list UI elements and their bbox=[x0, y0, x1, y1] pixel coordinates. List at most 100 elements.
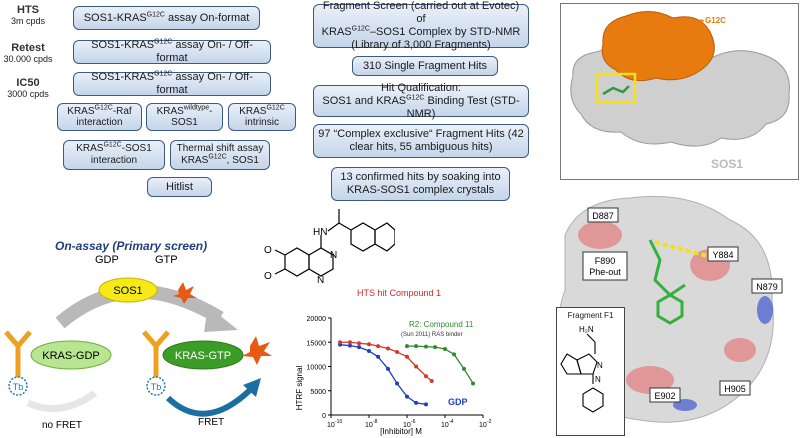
red-patch bbox=[626, 366, 674, 394]
fragment-f1-inset: Fragment F1 H₂N N N bbox=[556, 307, 625, 436]
y-tick-label: 5000 bbox=[310, 389, 326, 396]
data-point bbox=[395, 381, 400, 386]
y-axis-label: HTRF signal bbox=[295, 366, 304, 411]
sos1-structure-label: SOS1 bbox=[711, 157, 743, 171]
ring-n2-label: N bbox=[317, 275, 324, 286]
single-hits-box: 310 Single Fragment Hits bbox=[352, 56, 498, 76]
stage-title: IC50 bbox=[16, 77, 40, 89]
confirmed-hits-box: 13 confirmed hits by soaking into KRAS-S… bbox=[331, 167, 510, 201]
series-line-0 bbox=[340, 344, 427, 405]
sos1-ellipse bbox=[98, 277, 158, 303]
gtp-label: GTP bbox=[155, 254, 178, 266]
f1-n2-label: N bbox=[595, 375, 601, 384]
data-point bbox=[443, 347, 447, 352]
assay-on-off-box-1: SOS1-KRASG12C assay On- / Off-format bbox=[73, 38, 271, 64]
x-tick-exponent: -6 bbox=[411, 419, 416, 425]
stage-sub: 3m cpds bbox=[10, 16, 45, 26]
no-fret-arrow bbox=[26, 390, 98, 413]
data-point bbox=[357, 341, 362, 346]
fret-star-icon bbox=[242, 336, 272, 365]
tb-left-icon bbox=[8, 376, 28, 396]
residue-d887: D887 bbox=[592, 211, 614, 221]
ligand-f1 bbox=[648, 239, 686, 325]
kras-gtp-ellipse bbox=[162, 340, 244, 370]
x-tick-label: 10 bbox=[403, 422, 411, 429]
sos1-interaction-box: KRASG12C-SOS1 interaction bbox=[63, 140, 165, 170]
fret-arrow bbox=[165, 387, 253, 417]
compound-1-structure: HN N N O O bbox=[264, 209, 395, 286]
data-point bbox=[414, 400, 419, 405]
series-line-1 bbox=[340, 341, 433, 382]
data-point bbox=[348, 343, 352, 348]
x-tick-exponent: -2 bbox=[487, 419, 492, 425]
fret-arrowhead bbox=[243, 378, 261, 397]
data-point bbox=[424, 374, 428, 379]
data-point bbox=[367, 342, 371, 347]
x-tick-label: 10 bbox=[441, 422, 449, 429]
y-tick-label: 20000 bbox=[307, 316, 327, 323]
protein-structure-panel: KRASG12C SOS1 bbox=[560, 3, 799, 180]
exchange-arrowhead bbox=[204, 306, 238, 332]
x-tick-exponent: -10 bbox=[335, 419, 342, 425]
red-patch bbox=[724, 338, 756, 362]
phe-out-label: Phe-out bbox=[589, 267, 621, 277]
kras-gdp-label: KRAS-GDP bbox=[42, 350, 99, 362]
methoxy-o2-label: O bbox=[264, 271, 272, 282]
y-tick-label: 10000 bbox=[307, 365, 327, 372]
data-point bbox=[414, 344, 419, 349]
x-tick-label: 10 bbox=[365, 422, 373, 429]
x-tick-exponent: -8 bbox=[373, 419, 378, 425]
stage-hts: HTS 3m cpds bbox=[2, 4, 54, 27]
f1-n1-label: N bbox=[597, 361, 603, 370]
kras-sos1-surface: KRASG12C SOS1 bbox=[570, 11, 790, 171]
data-point bbox=[471, 381, 476, 386]
stage-title: Retest bbox=[11, 42, 45, 54]
fragment-f1-structure: H₂N N N bbox=[560, 325, 604, 413]
data-point bbox=[424, 344, 428, 349]
hitlist-box: Hitlist bbox=[147, 177, 212, 197]
x-axis-label: [Inhibitor] M bbox=[380, 427, 422, 436]
r2-annotation: R2: Compound 11 bbox=[409, 320, 474, 329]
amine-h2n-label: H₂N bbox=[579, 325, 594, 334]
data-point bbox=[405, 344, 409, 349]
kras-gtp-label: KRAS-GTP bbox=[175, 350, 231, 362]
ring-n1-label: N bbox=[330, 250, 337, 261]
y-tick-label: 0 bbox=[322, 413, 326, 420]
data-point bbox=[405, 394, 409, 399]
dose-response-chart: HTRF signal [Inhibitor] M R2: Compound 1… bbox=[295, 316, 492, 436]
y-tick-label: 15000 bbox=[307, 340, 327, 347]
residue-e902: E902 bbox=[654, 391, 675, 401]
tb-right-icon bbox=[146, 376, 166, 396]
data-point bbox=[386, 366, 390, 371]
no-fret-label: no FRET bbox=[42, 420, 82, 431]
gdp-label: GDP bbox=[95, 254, 119, 266]
gdp-annotation: GDP bbox=[448, 397, 468, 407]
assay-scheme: On-assay (Primary screen) GDP GTP SOS1 T… bbox=[4, 239, 272, 431]
assay-on-off-box-2: SOS1-KRASG12C assay On- / Off-format bbox=[73, 70, 271, 96]
tb-right-label: Tb bbox=[151, 382, 162, 392]
binding-site-highlight bbox=[595, 72, 637, 104]
data-point bbox=[405, 354, 409, 359]
residue-n879: N879 bbox=[756, 282, 778, 292]
thermal-shift-box: Thermal shift assay KRASG12C, SOS1 bbox=[170, 140, 270, 170]
fragment-screen-box: Fragment Screen (carried out at Evotec) … bbox=[313, 0, 529, 51]
data-point bbox=[452, 352, 457, 357]
stage-sub: 30.000 cpds bbox=[3, 54, 53, 64]
kras-gdp-ellipse bbox=[30, 340, 112, 370]
stage-title: HTS bbox=[17, 4, 39, 16]
x-tick-label: 10 bbox=[327, 422, 335, 429]
ligand-stick bbox=[602, 85, 630, 96]
sos1-label: SOS1 bbox=[113, 285, 142, 297]
data-point bbox=[424, 402, 428, 407]
stage-ic50: IC50 3000 cpds bbox=[2, 77, 54, 100]
red-patch bbox=[578, 221, 622, 249]
exclusive-hits-box: 97 “Complex exclusive“ Fragment Hits (42… bbox=[313, 124, 529, 158]
amine-label: HN bbox=[313, 227, 327, 238]
fret-label: FRET bbox=[198, 417, 224, 428]
wildtype-sos1-box: KRASwildtype-SOS1 bbox=[146, 103, 223, 131]
scheme-title: On-assay (Primary screen) bbox=[55, 239, 207, 253]
stage-sub: 3000 cpds bbox=[7, 89, 49, 99]
data-point bbox=[429, 379, 434, 384]
data-point bbox=[386, 346, 390, 351]
